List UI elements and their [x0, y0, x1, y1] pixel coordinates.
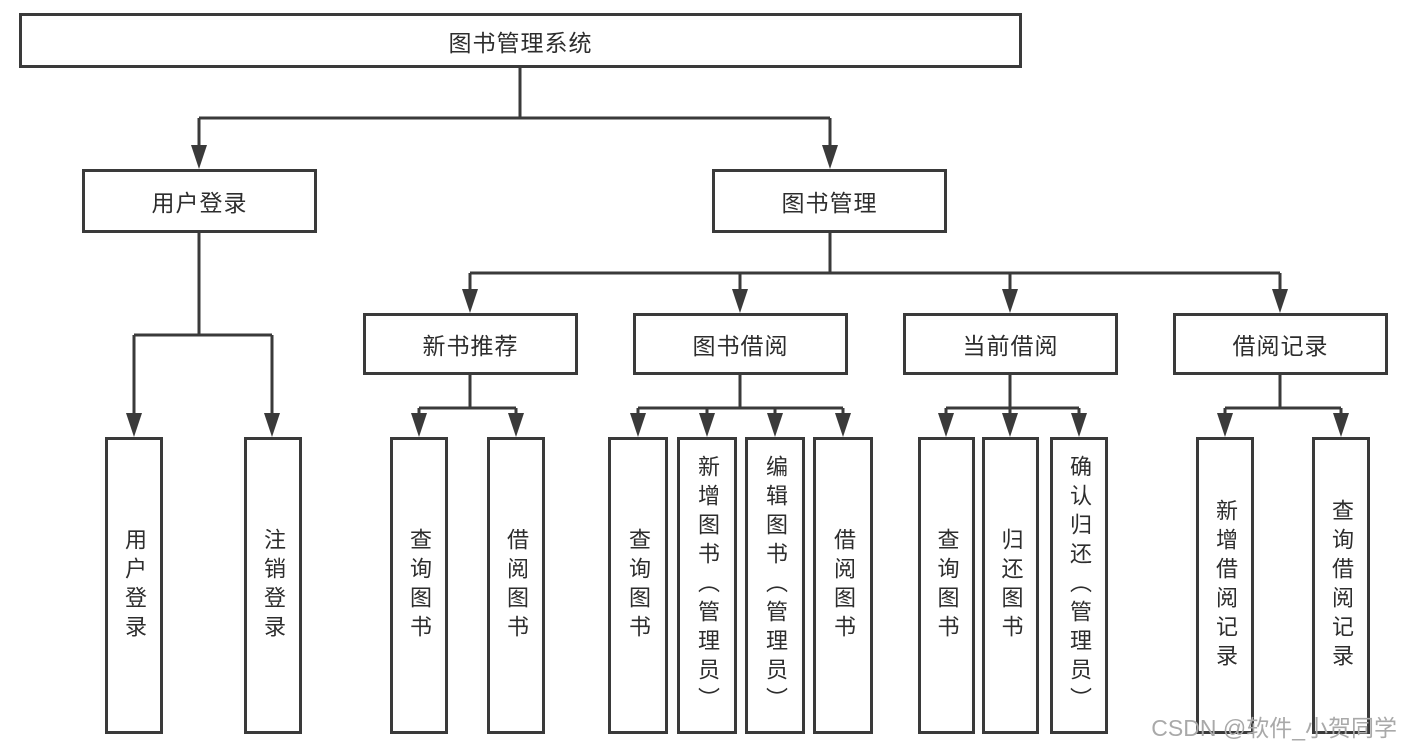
leaf-return-books: 归还图书 — [982, 437, 1039, 734]
leaf-logout-label: 注销登录 — [261, 527, 286, 644]
connector-user-login-to-leaves — [126, 233, 280, 437]
node-book-borrow: 图书借阅 — [633, 313, 848, 375]
node-root-system: 图书管理系统 — [19, 13, 1022, 68]
node-book-borrow-label: 图书借阅 — [692, 333, 789, 359]
connector-current-borrow-to-leaves — [938, 375, 1087, 437]
leaf-confirm-return-admin: 确认归还（管理员） — [1050, 437, 1108, 734]
leaf-newbook-borrow-books-label: 借阅图书 — [504, 527, 529, 644]
connector-borrow-record-to-leaves — [1217, 375, 1349, 437]
leaf-borrow-books: 借阅图书 — [813, 437, 873, 734]
node-user-login-branch: 用户登录 — [82, 169, 317, 233]
connector-book-borrow-to-leaves — [630, 375, 851, 437]
node-borrow-record-label: 借阅记录 — [1232, 333, 1329, 359]
leaf-edit-books-admin: 编辑图书（管理员） — [745, 437, 805, 734]
leaf-borrow-query-books: 查询图书 — [608, 437, 668, 734]
node-user-login-branch-label: 用户登录 — [151, 190, 248, 216]
leaf-query-borrow-record: 查询借阅记录 — [1312, 437, 1370, 734]
leaf-query-borrow-record-label: 查询借阅记录 — [1329, 498, 1354, 673]
leaf-logout: 注销登录 — [244, 437, 302, 734]
leaf-add-borrow-record: 新增借阅记录 — [1196, 437, 1254, 734]
leaf-add-books-admin: 新增图书（管理员） — [677, 437, 737, 734]
node-borrow-record: 借阅记录 — [1173, 313, 1388, 375]
leaf-add-borrow-record-label: 新增借阅记录 — [1213, 498, 1238, 673]
node-current-borrow: 当前借阅 — [903, 313, 1118, 375]
node-current-borrow-label: 当前借阅 — [962, 333, 1059, 359]
leaf-add-books-admin-label: 新增图书（管理员） — [695, 455, 720, 716]
leaf-user-login-label: 用户登录 — [122, 527, 147, 644]
node-root-system-label: 图书管理系统 — [448, 29, 593, 56]
leaf-borrow-query-books-label: 查询图书 — [626, 527, 651, 644]
connector-book-mgmt-to-level3 — [462, 233, 1288, 313]
leaf-return-books-label: 归还图书 — [998, 527, 1024, 644]
connector-root-to-level2 — [191, 68, 838, 169]
leaf-newbook-query-books: 查询图书 — [390, 437, 448, 734]
node-book-management-branch: 图书管理 — [712, 169, 947, 233]
leaf-current-query-books: 查询图书 — [918, 437, 975, 734]
connector-new-book-to-leaves — [411, 375, 524, 437]
leaf-confirm-return-admin-label: 确认归还（管理员） — [1067, 455, 1092, 716]
leaf-newbook-borrow-books: 借阅图书 — [487, 437, 545, 734]
csdn-watermark: CSDN @软件_小贺同学 — [1151, 715, 1397, 741]
node-new-book-recommend: 新书推荐 — [363, 313, 578, 375]
leaf-newbook-query-books-label: 查询图书 — [407, 527, 432, 644]
leaf-borrow-books-label: 借阅图书 — [831, 527, 856, 644]
leaf-edit-books-admin-label: 编辑图书（管理员） — [763, 455, 788, 716]
node-book-management-branch-label: 图书管理 — [781, 190, 878, 216]
leaf-user-login: 用户登录 — [105, 437, 163, 734]
node-new-book-recommend-label: 新书推荐 — [422, 333, 519, 359]
leaf-current-query-books-label: 查询图书 — [934, 527, 960, 644]
